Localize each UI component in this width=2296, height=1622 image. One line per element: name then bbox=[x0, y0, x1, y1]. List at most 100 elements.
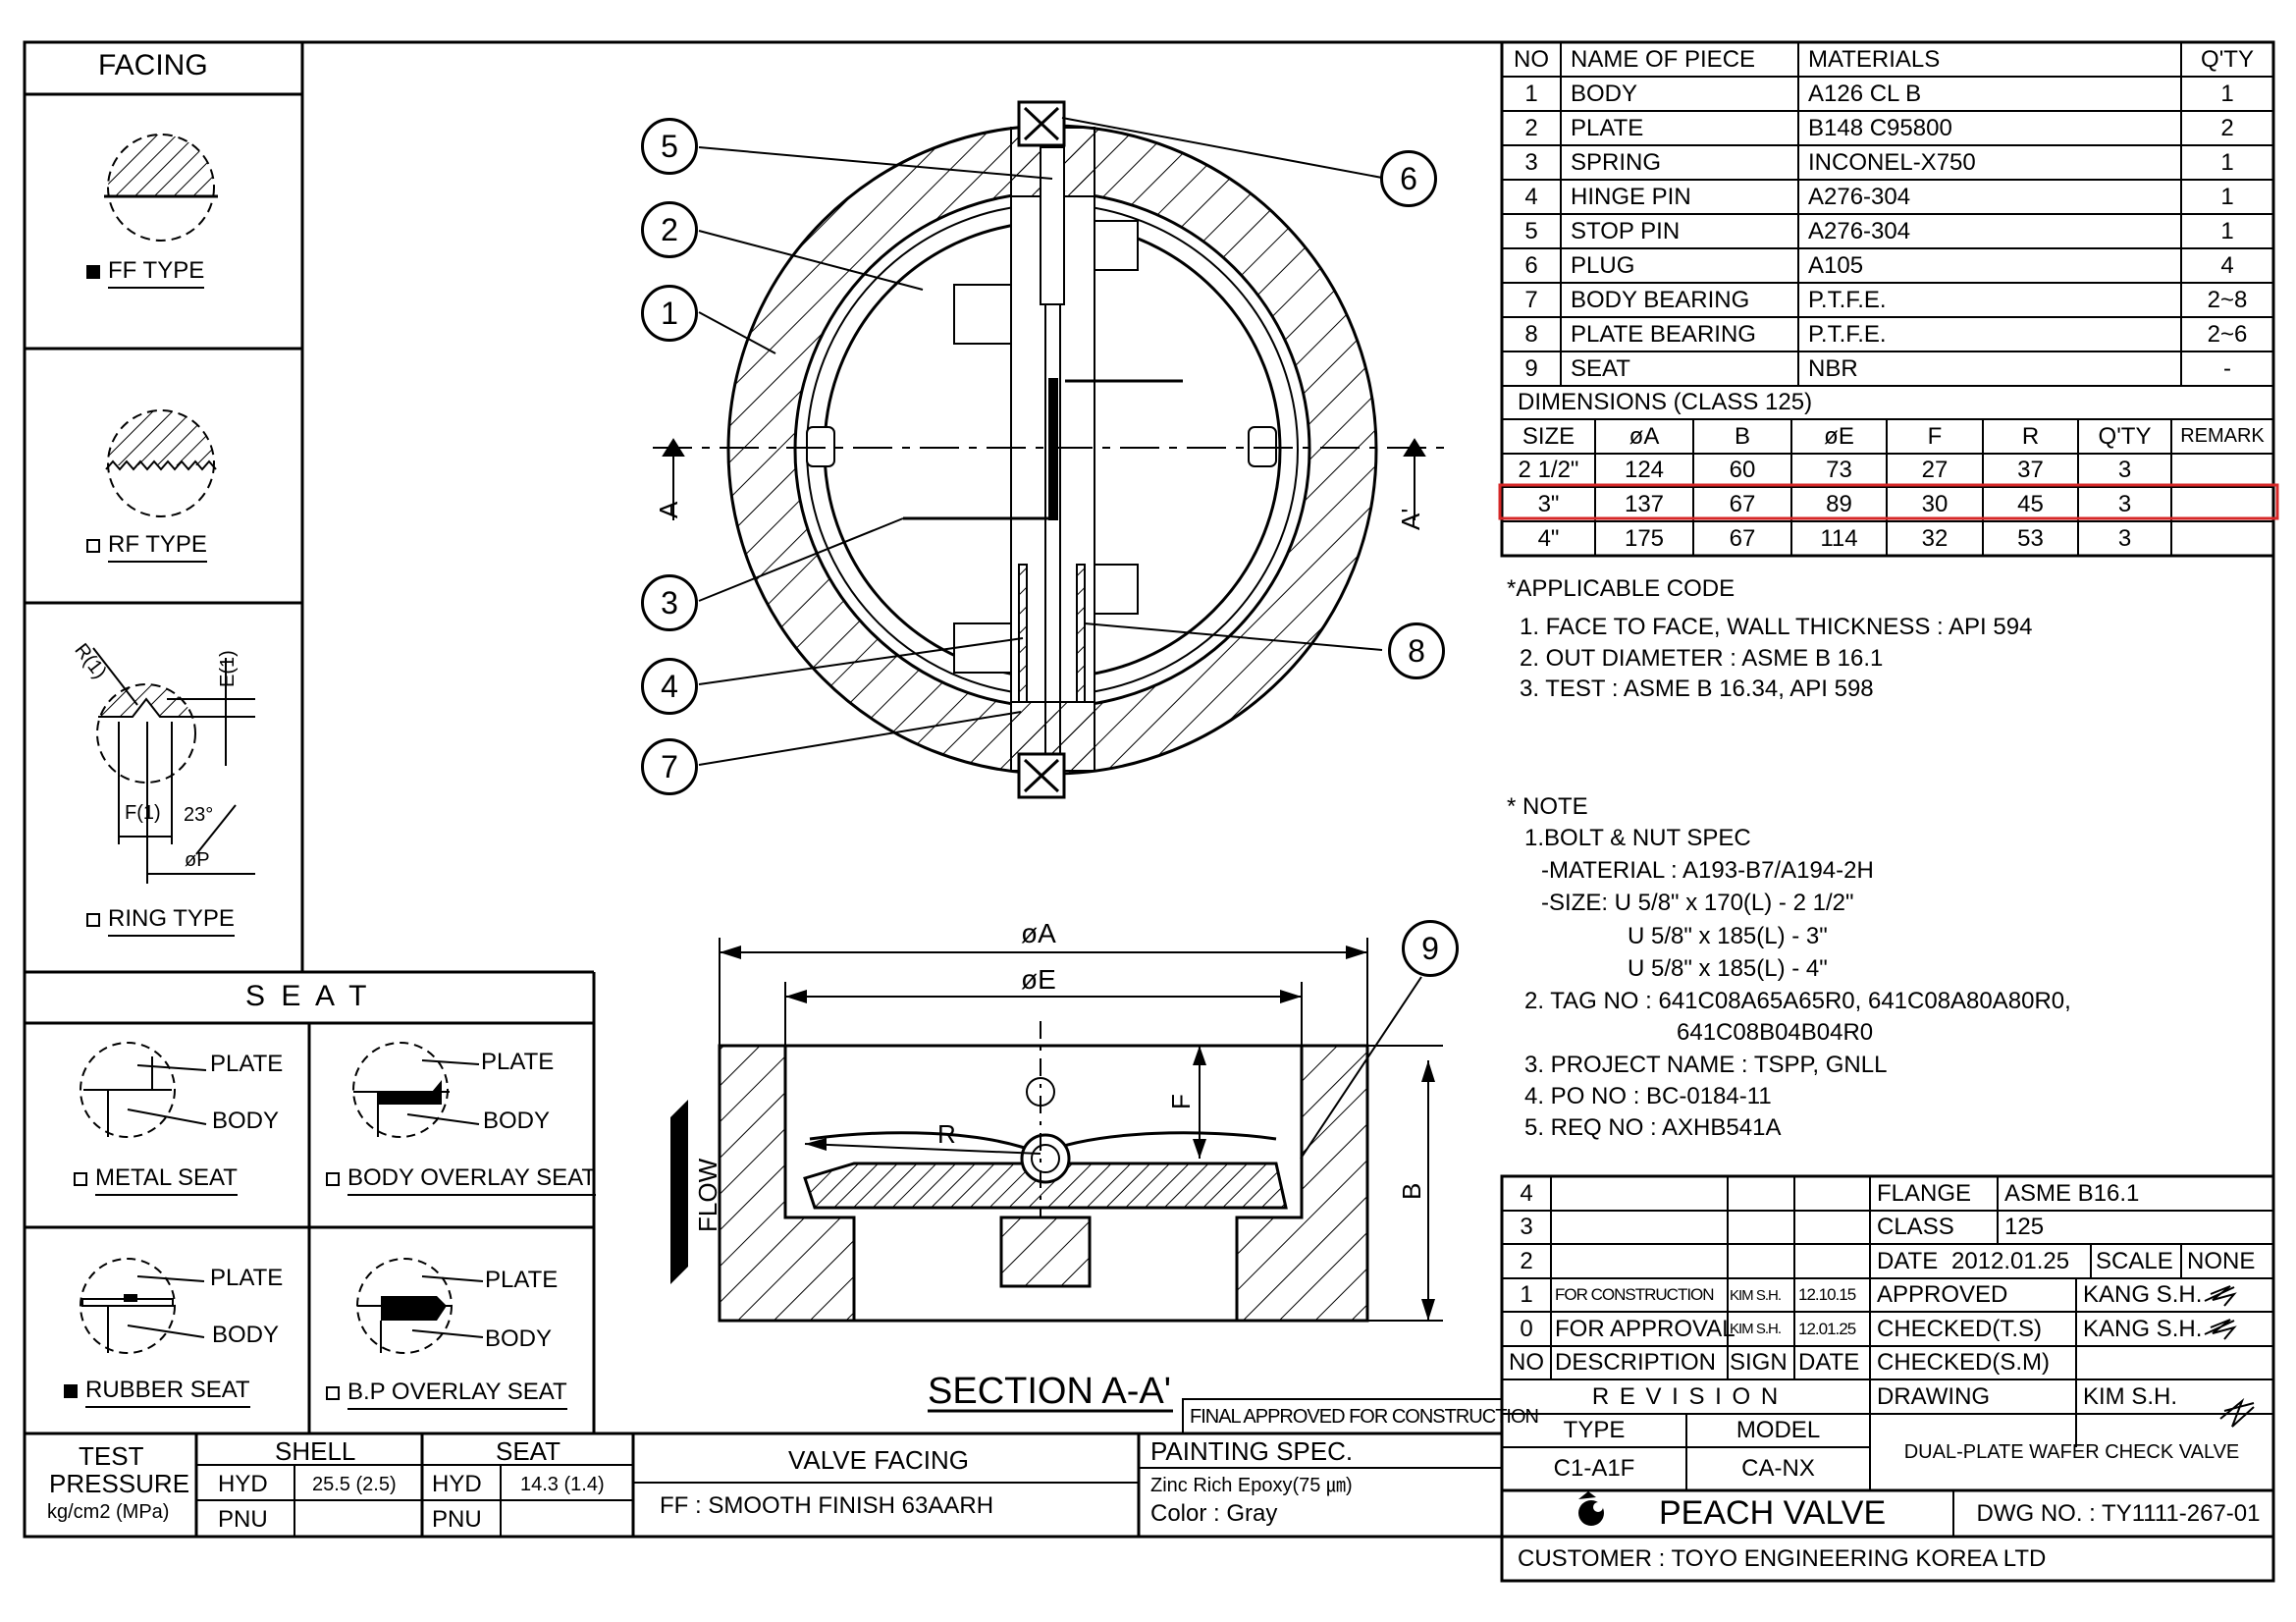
type-label: TYPE bbox=[1563, 1417, 1626, 1443]
body-overlay-seat-checkbox[interactable] bbox=[326, 1171, 340, 1186]
parts-row-qty: 2~6 bbox=[2207, 320, 2248, 348]
body-overlay-seat-symbol bbox=[352, 1042, 480, 1138]
rev-header-sign: SIGN bbox=[1730, 1349, 1788, 1376]
ff-type-checkbox[interactable] bbox=[86, 264, 100, 279]
approved-label: APPROVED bbox=[1877, 1281, 2008, 1308]
note-line: 1.BOLT & NUT SPEC bbox=[1524, 825, 1751, 851]
parts-row-qty: 1 bbox=[2220, 148, 2234, 176]
bp-overlay-seat-label: B.P OVERLAY SEAT bbox=[326, 1379, 567, 1410]
seat-pnu-label: PNU bbox=[432, 1506, 482, 1533]
metal-body-label: BODY bbox=[212, 1108, 280, 1134]
parts-row-qty: 1 bbox=[2220, 183, 2234, 210]
ring-dim-p: øP bbox=[185, 849, 210, 871]
parts-row-no: 6 bbox=[1524, 251, 1538, 279]
rf-type-text: RF TYPE bbox=[108, 531, 207, 563]
parts-row-no: 9 bbox=[1524, 354, 1538, 382]
ff-type-symbol bbox=[104, 134, 218, 242]
class-label: CLASS bbox=[1877, 1214, 1954, 1240]
rev-no: 3 bbox=[1520, 1214, 1533, 1240]
model-value: CA-NX bbox=[1741, 1455, 1815, 1482]
note-line: 2. TAG NO : 641C08A65A65R0, 641C08A80A80… bbox=[1524, 988, 2071, 1014]
dim-header-a: øA bbox=[1629, 422, 1660, 450]
balloon-2: 2 bbox=[641, 201, 698, 258]
rev-header-date: DATE bbox=[1798, 1349, 1860, 1376]
dim-row-b: 67 bbox=[1729, 490, 1756, 517]
balloon-7: 7 bbox=[641, 738, 698, 795]
note-line: U 5/8" x 185(L) - 3" bbox=[1628, 923, 1828, 949]
rf-type-checkbox[interactable] bbox=[86, 538, 100, 553]
rev-header-desc: DESCRIPTION bbox=[1555, 1349, 1717, 1376]
dim-row-r: 37 bbox=[2017, 457, 2044, 483]
highlight-row-box bbox=[1498, 483, 2279, 520]
parts-row-name: BODY bbox=[1571, 80, 1638, 107]
rev-desc: FOR APPROVAL bbox=[1555, 1315, 1735, 1342]
dim-header-e: øE bbox=[1824, 422, 1854, 450]
shell-header: SHELL bbox=[275, 1436, 356, 1466]
test-label-2: PRESSURE bbox=[49, 1469, 190, 1498]
rf-type-symbol bbox=[105, 409, 217, 517]
dim-header-r: R bbox=[2021, 422, 2040, 450]
metal-seat-text: METAL SEAT bbox=[95, 1164, 238, 1196]
parts-row-no: 3 bbox=[1524, 148, 1538, 176]
ring-dim-f: F(1) bbox=[125, 802, 161, 824]
ring-type-checkbox[interactable] bbox=[86, 912, 100, 927]
dim-header-size: SIZE bbox=[1522, 422, 1575, 450]
metal-seat-checkbox[interactable] bbox=[74, 1171, 87, 1186]
ring-type-label: RING TYPE bbox=[86, 905, 235, 937]
parts-row-material: NBR bbox=[1808, 354, 1858, 382]
scale-value: NONE bbox=[2187, 1247, 2256, 1274]
parts-row-name: SEAT bbox=[1571, 354, 1630, 382]
checked-ts-label: CHECKED(T.S) bbox=[1877, 1315, 2043, 1342]
painting-line1: Zinc Rich Epoxy(75 ㎛) bbox=[1150, 1475, 1353, 1496]
rubber-seat-symbol bbox=[80, 1258, 205, 1354]
parts-row-no: 4 bbox=[1524, 183, 1538, 210]
parts-row-name: HINGE PIN bbox=[1571, 183, 1691, 210]
date-value: 2012.01.25 bbox=[1951, 1247, 2070, 1274]
note-line: -MATERIAL : A193-B7/A194-2H bbox=[1541, 857, 1874, 884]
product-name: DUAL-PLATE WAFER CHECK VALVE bbox=[1903, 1440, 2240, 1463]
parts-row-qty: 1 bbox=[2220, 217, 2234, 244]
model-label: MODEL bbox=[1735, 1417, 1821, 1443]
dim-b-label: B bbox=[1397, 1182, 1426, 1200]
approved-value: KANG S.H. bbox=[2083, 1281, 2203, 1308]
rubber-body-label: BODY bbox=[212, 1322, 280, 1348]
parts-row-name: STOP PIN bbox=[1571, 217, 1681, 244]
dim-row-size: 2 1/2" bbox=[1518, 457, 1579, 483]
body-overlay-seat-label: BODY OVERLAY SEAT bbox=[326, 1164, 596, 1196]
balloon-4: 4 bbox=[641, 658, 698, 715]
dim-row-qty: 3 bbox=[2117, 457, 2132, 483]
parts-table-grid bbox=[1500, 40, 2275, 558]
bp-overlay-seat-checkbox[interactable] bbox=[326, 1385, 340, 1400]
test-label-3: kg/cm2 (MPa) bbox=[47, 1501, 170, 1523]
notes-title: * NOTE bbox=[1507, 793, 1588, 820]
peach-logo bbox=[1578, 1491, 1604, 1526]
rev-no: 0 bbox=[1520, 1315, 1533, 1342]
dim-row-qty: 3 bbox=[2117, 524, 2132, 552]
rubber-seat-checkbox[interactable] bbox=[64, 1383, 78, 1398]
flange-label: FLANGE bbox=[1877, 1179, 1972, 1207]
flow-label: FLOW bbox=[693, 1158, 722, 1232]
dim-row-b: 60 bbox=[1729, 457, 1756, 483]
parts-row-name: PLATE bbox=[1571, 114, 1644, 141]
parts-row-qty: 1 bbox=[2220, 80, 2234, 107]
codes-title: *APPLICABLE CODE bbox=[1507, 575, 1735, 602]
parts-row-no: 1 bbox=[1524, 80, 1538, 107]
bp-overlay-seat-symbol bbox=[356, 1258, 484, 1354]
rf-type-label: RF TYPE bbox=[86, 531, 207, 563]
section-view bbox=[670, 938, 1443, 1323]
bp-overlay-seat-text: B.P OVERLAY SEAT bbox=[347, 1379, 567, 1410]
dim-row-b: 67 bbox=[1729, 524, 1756, 552]
dim-row-a: 124 bbox=[1624, 457, 1665, 483]
code-item: 3. TEST : ASME B 16.34, API 598 bbox=[1520, 676, 1874, 702]
dim-row-qty: 3 bbox=[2117, 490, 2132, 517]
parts-row-material: B148 C95800 bbox=[1808, 114, 1952, 141]
parts-header-material: MATERIALS bbox=[1808, 45, 1941, 73]
rev-no: 1 bbox=[1520, 1281, 1533, 1308]
customer: CUSTOMER : TOYO ENGINEERING KOREA LTD bbox=[1518, 1544, 2047, 1572]
dim-row-f: 32 bbox=[1921, 524, 1949, 552]
painting-line2: Color : Gray bbox=[1150, 1500, 1278, 1527]
balloon-6: 6 bbox=[1380, 150, 1437, 207]
dim-row-a: 137 bbox=[1624, 490, 1665, 517]
parts-row-material: INCONEL-X750 bbox=[1808, 148, 1976, 176]
test-label-1: TEST bbox=[79, 1441, 144, 1471]
